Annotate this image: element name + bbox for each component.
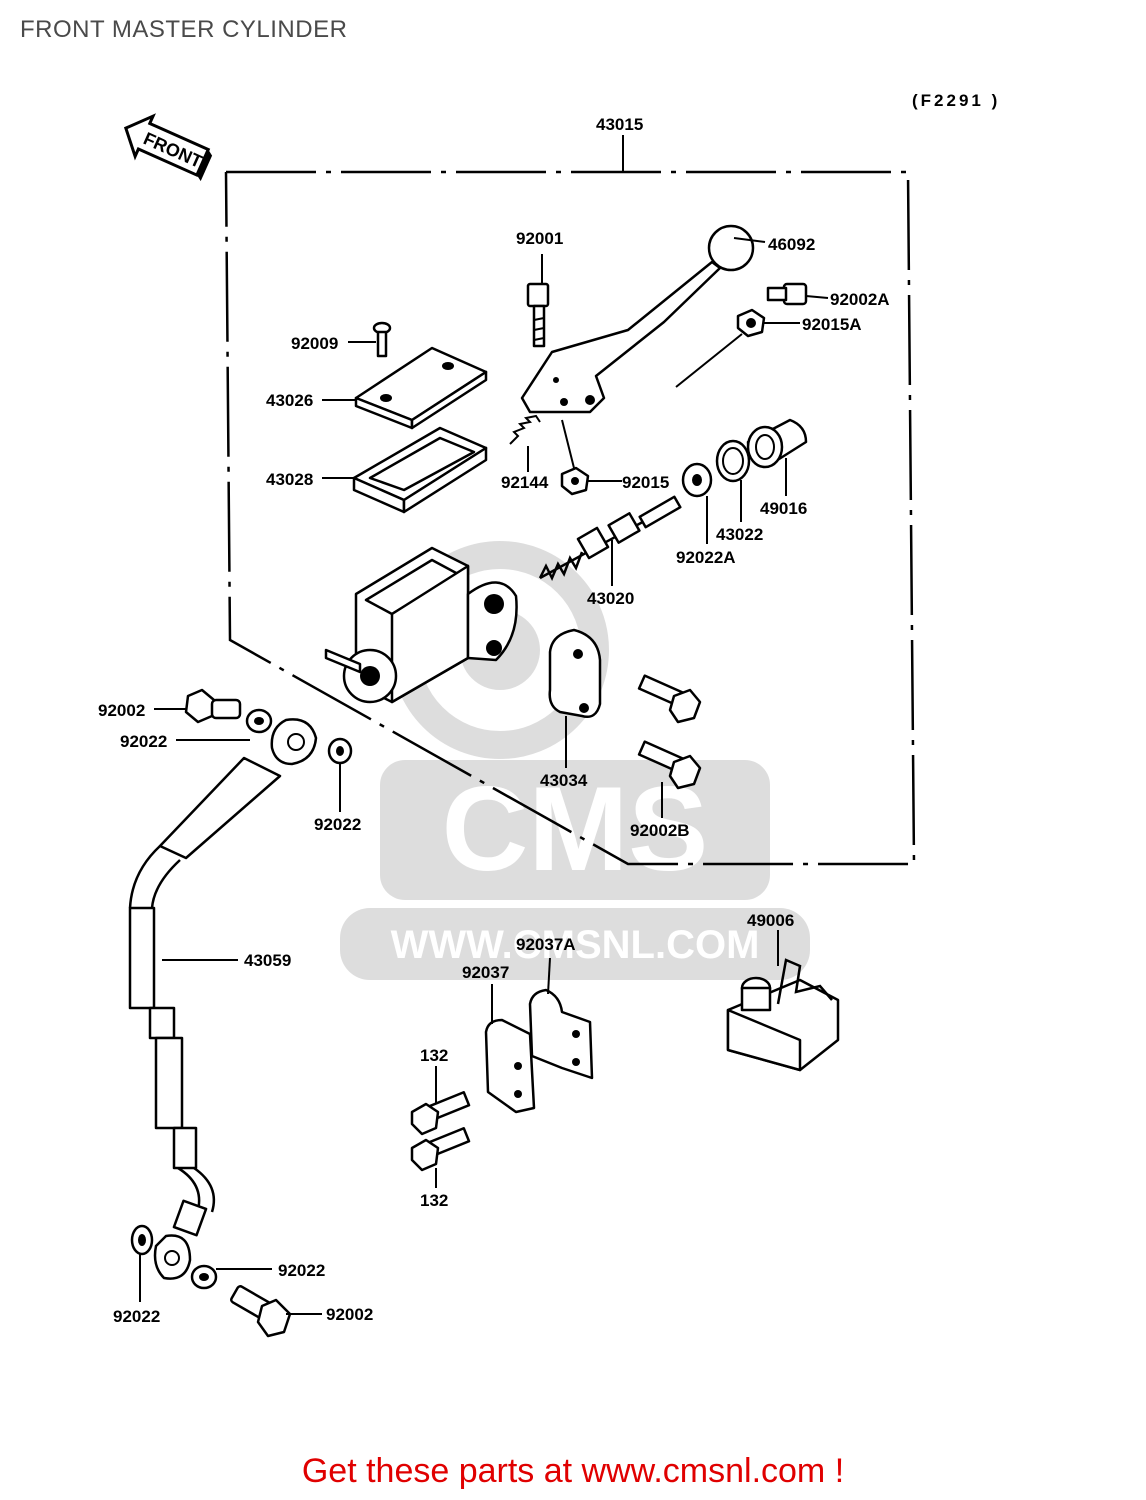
washer-bottom-left xyxy=(130,1224,154,1256)
label-132-bottom: 132 xyxy=(420,1191,448,1210)
switch-49006 xyxy=(726,958,840,1072)
washer-top-a xyxy=(245,708,273,734)
assembly-43015-boundary xyxy=(224,170,916,866)
diaphragm-43028 xyxy=(352,426,488,514)
nut-92015A xyxy=(736,308,766,338)
page-title: FRONT MASTER CYLINDER xyxy=(20,16,348,43)
figure-reference: (F2291 ) xyxy=(912,91,1000,110)
bolt-92002A xyxy=(766,282,808,306)
clamp-bolt-lower xyxy=(637,740,702,790)
banjo-bolt-top-92002 xyxy=(184,688,242,724)
label-92022A: 92022A xyxy=(676,548,736,567)
banjo-bolt-bottom-92002 xyxy=(230,1285,292,1338)
label-92002A: 92002A xyxy=(830,290,890,309)
label-132-top: 132 xyxy=(420,1046,448,1065)
piston-kit-43020 xyxy=(538,495,682,581)
bolt-132-upper xyxy=(410,1091,471,1136)
label-92022-bottom-right: 92022 xyxy=(278,1261,325,1280)
screw-92009 xyxy=(372,321,392,358)
label-92022-top-b: 92022 xyxy=(314,815,361,834)
label-92009: 92009 xyxy=(291,334,338,353)
label-49016: 49016 xyxy=(760,499,807,518)
label-92022-top-a: 92022 xyxy=(120,732,167,751)
master-cylinder-body xyxy=(324,546,518,704)
front-arrow-icon: FRONT xyxy=(123,113,213,182)
reservoir-cap-43026 xyxy=(354,346,488,430)
nut-92015 xyxy=(560,466,590,496)
label-92002-bottom: 92002 xyxy=(326,1305,373,1324)
clamp-bolt-upper xyxy=(637,674,702,724)
washer-top-b xyxy=(327,737,353,765)
label-43015: 43015 xyxy=(596,115,643,134)
label-92015: 92015 xyxy=(622,473,669,492)
label-92002-top: 92002 xyxy=(98,701,145,720)
label-92037A: 92037A xyxy=(516,935,576,954)
label-92144: 92144 xyxy=(501,473,549,492)
label-92001: 92001 xyxy=(516,229,563,248)
washer-bottom-right xyxy=(190,1264,218,1290)
bolt-132-lower xyxy=(410,1127,471,1172)
label-92015A: 92015A xyxy=(802,315,862,334)
label-43028: 43028 xyxy=(266,470,313,489)
label-43022: 43022 xyxy=(716,525,763,544)
washer-92022A xyxy=(681,462,713,498)
label-43059: 43059 xyxy=(244,951,291,970)
label-49006: 49006 xyxy=(747,911,794,930)
pivot-bolt-92001 xyxy=(526,282,550,348)
brake-hose-43059 xyxy=(128,718,318,1280)
label-43020: 43020 xyxy=(587,589,634,608)
label-43026: 43026 xyxy=(266,391,313,410)
bracket-92037A xyxy=(528,988,594,1080)
clamp-43034 xyxy=(548,628,602,718)
label-92002B: 92002B xyxy=(630,821,690,840)
brake-lever-46092 xyxy=(520,224,755,414)
label-43034: 43034 xyxy=(540,771,588,790)
label-46092: 46092 xyxy=(768,235,815,254)
spring-92144 xyxy=(509,414,541,445)
circlip-43022 xyxy=(715,439,751,483)
label-92037: 92037 xyxy=(462,963,509,982)
bracket-92037 xyxy=(484,1018,536,1114)
footer-cmsnl-link[interactable]: Get these parts at www.cmsnl.com ! xyxy=(301,1452,845,1490)
boot-49016 xyxy=(746,418,808,469)
label-92022-bottom-left: 92022 xyxy=(113,1307,160,1326)
